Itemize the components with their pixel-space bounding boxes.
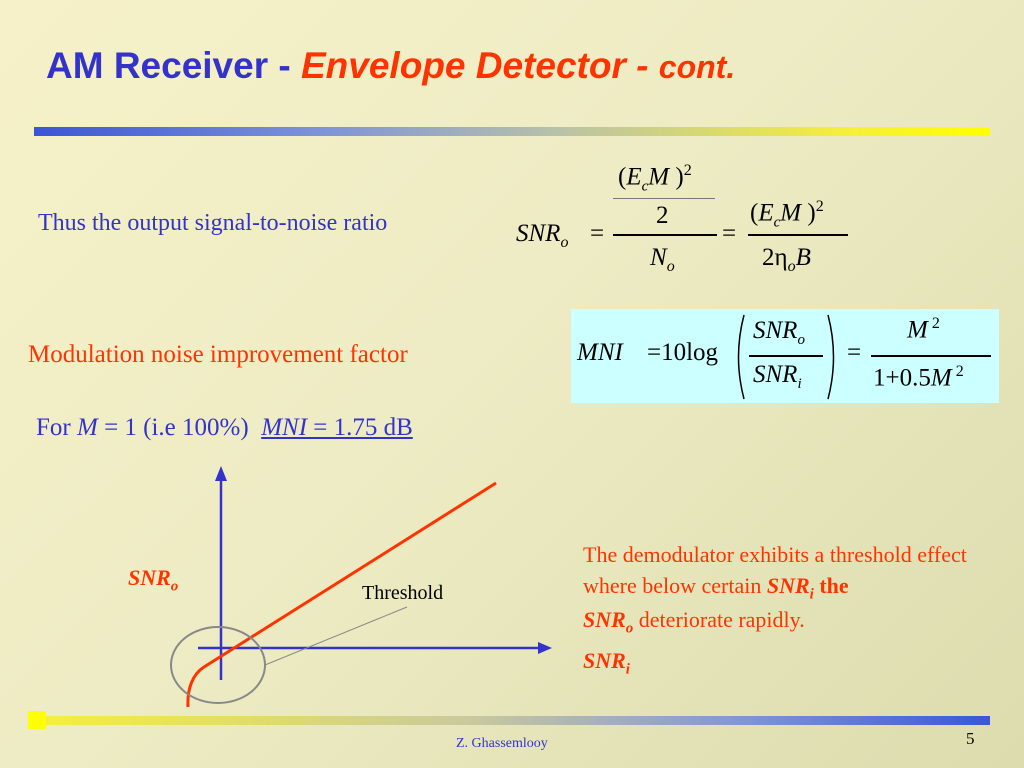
threshold-ellipse [170,626,266,704]
mni-value: = 1.75 dB [307,414,413,441]
slide-title: AM Receiver - Envelope Detector - cont. [46,44,735,88]
desc-snr-i-sub: i [809,586,814,603]
y-axis-label-sub: o [170,578,179,595]
title-part-2: Envelope Detector - [301,45,659,86]
y-axis-label: SNRo [128,565,178,595]
right-paren-icon [827,314,835,400]
desc-snr-o: SNR [583,607,626,633]
title-part-1: AM Receiver - [46,45,301,86]
desc-snr-i: SNR [766,572,810,598]
threshold-description: The demodulator exhibits a threshold eff… [583,540,1018,640]
footer-author: Z. Ghassemlooy [456,736,548,751]
mni-equation-box: MNI =10log SNRo SNRi = M 2 1+0.5M 2 [571,309,999,403]
bottom-divider-bar [46,716,990,725]
mni-label: Modulation noise improvement factor [28,341,408,368]
mni-result: MNI = 1.75 dB [261,414,413,441]
threshold-label: Threshold [362,582,444,604]
left-paren-icon [737,314,745,400]
x-axis-label: SNRi [583,648,630,678]
x-axis-arrow-icon [538,642,552,654]
x-axis-label-sub: i [625,661,630,678]
for-m-line: For M = 1 (i.e 100%) MNI = 1.75 dB [36,414,413,442]
mni-symbol: MNI [261,414,308,441]
snr-curve [186,481,497,708]
snr-output-equation: SNRo = (EcM )2 2 No = (EcM )2 2ηoB [510,150,870,280]
desc-text-2: deteriorate rapidly. [633,607,805,633]
desc-snr-o-sub: o [625,620,634,637]
m-symbol: M [76,414,98,441]
bottom-bar-square [28,711,46,729]
threshold-pointer-line [264,606,408,666]
y-axis-label-text: SNR [128,565,171,590]
desc-text-1: The demodulator exhibits a threshold eff… [583,542,967,598]
desc-the: the [813,572,849,598]
x-axis-label-text: SNR [583,648,626,673]
for-prefix: For [36,414,77,441]
snr-output-label: Thus the output signal-to-noise ratio [38,210,388,236]
page-number: 5 [966,729,975,748]
title-part-3: cont. [658,49,736,85]
top-divider-bar [34,127,990,136]
for-condition: = 1 (i.e 100%) [97,414,249,441]
y-axis-arrow-icon [215,466,227,481]
